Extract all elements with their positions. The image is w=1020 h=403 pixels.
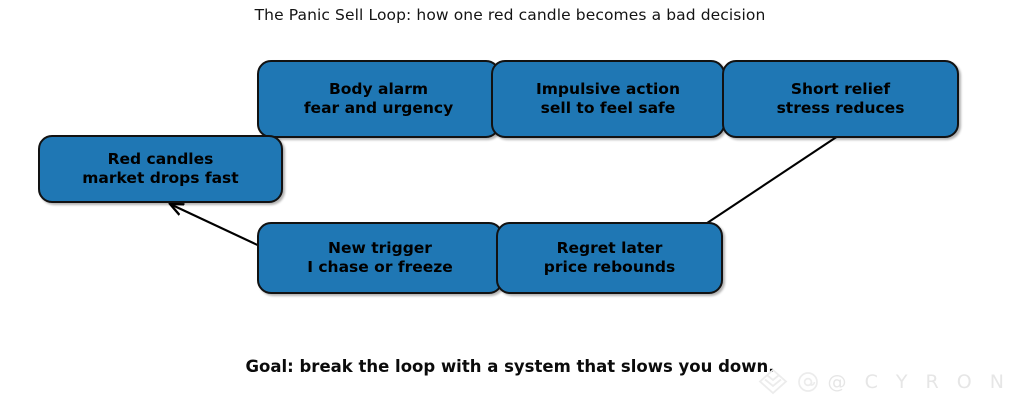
- node-red-candles-line1: Red candles: [107, 150, 214, 169]
- node-new-trigger-line2: I chase or freeze: [307, 258, 453, 276]
- watermark-handle: @ C Y R O N: [827, 371, 1010, 393]
- node-short-relief[interactable]: Short relief stress reduces: [722, 60, 959, 138]
- node-red-candles-text: Red candles market drops fast: [82, 150, 238, 187]
- at-sign-icon: [797, 372, 818, 392]
- node-regret-later-text: Regret later price rebounds: [544, 239, 675, 276]
- node-red-candles-line2: market drops fast: [82, 169, 239, 187]
- node-new-trigger-line1: New trigger: [328, 239, 432, 258]
- node-red-candles[interactable]: Red candles market drops fast: [38, 135, 283, 203]
- node-short-relief-line2: stress reduces: [776, 99, 905, 117]
- goal-caption: Goal: break the loop with a system that …: [245, 357, 775, 376]
- node-regret-later-line1: Regret later: [556, 239, 663, 258]
- node-impulsive-action-line1: Impulsive action: [536, 80, 680, 99]
- page-title: The Panic Sell Loop: how one red candle …: [254, 6, 766, 24]
- node-regret-later[interactable]: Regret later price rebounds: [496, 222, 723, 294]
- node-regret-later-line2: price rebounds: [543, 258, 676, 276]
- node-short-relief-text: Short relief stress reduces: [777, 80, 905, 117]
- node-new-trigger[interactable]: New trigger I chase or freeze: [257, 222, 503, 294]
- node-impulsive-action-text: Impulsive action sell to feel safe: [536, 80, 680, 117]
- node-body-alarm[interactable]: Body alarm fear and urgency: [257, 60, 500, 138]
- diamond-logo-icon: [758, 368, 787, 395]
- node-body-alarm-line2: fear and urgency: [303, 99, 454, 117]
- watermark: @ C Y R O N: [756, 367, 1010, 397]
- node-new-trigger-text: New trigger I chase or freeze: [307, 239, 453, 276]
- node-body-alarm-text: Body alarm fear and urgency: [304, 80, 453, 117]
- node-impulsive-action-line2: sell to feel safe: [540, 99, 676, 117]
- node-short-relief-line1: Short relief: [790, 80, 891, 99]
- node-impulsive-action[interactable]: Impulsive action sell to feel safe: [491, 60, 725, 138]
- node-body-alarm-line1: Body alarm: [328, 80, 429, 99]
